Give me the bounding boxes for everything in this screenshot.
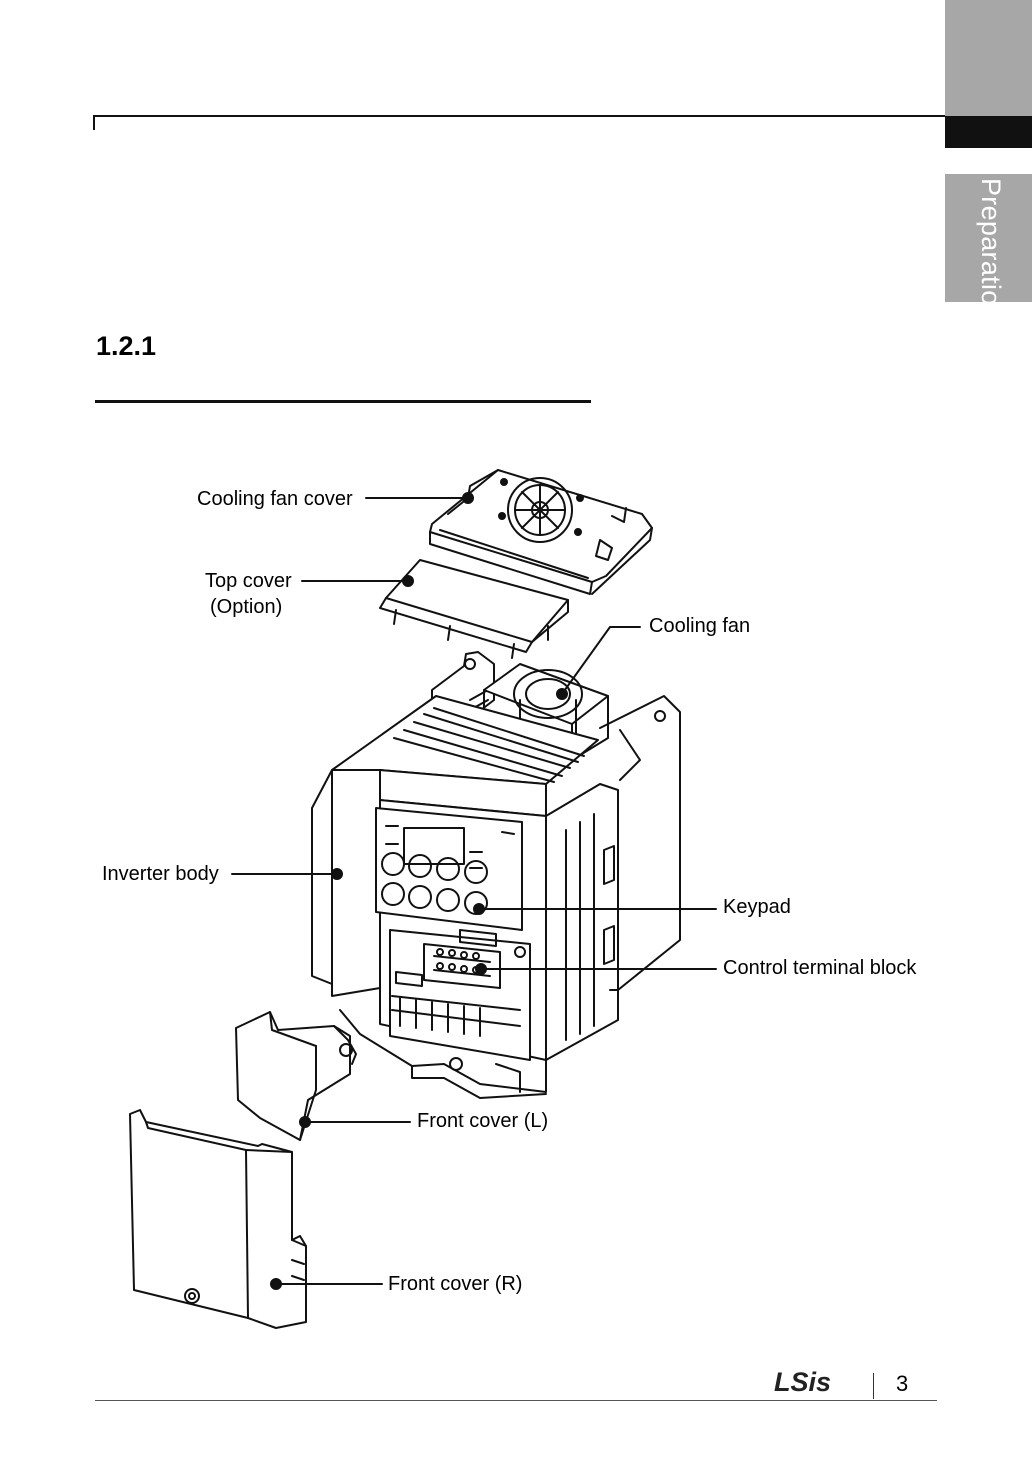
front-cover-l-part xyxy=(236,1012,356,1140)
label-cooling-fan-cover: Cooling fan cover xyxy=(197,487,353,511)
label-inverter-body: Inverter body xyxy=(102,862,219,886)
ls-is-logo: LSis xyxy=(772,1366,858,1396)
svg-text:LSis: LSis xyxy=(774,1367,831,1396)
footer-rule xyxy=(95,1400,937,1401)
top-cover-part xyxy=(380,560,568,658)
label-top-cover-option: (Option) xyxy=(210,595,282,619)
label-front-cover-l: Front cover (L) xyxy=(417,1109,548,1133)
label-keypad: Keypad xyxy=(723,895,791,919)
label-control-terminal-block: Control terminal block xyxy=(723,956,916,980)
label-cooling-fan: Cooling fan xyxy=(649,614,750,638)
inverter-body-part xyxy=(312,652,680,1098)
front-cover-r-part xyxy=(130,1110,306,1328)
label-front-cover-r: Front cover (R) xyxy=(388,1272,522,1296)
footer-separator xyxy=(873,1373,874,1399)
label-top-cover: Top cover xyxy=(205,569,292,593)
page-number: 3 xyxy=(896,1371,908,1397)
